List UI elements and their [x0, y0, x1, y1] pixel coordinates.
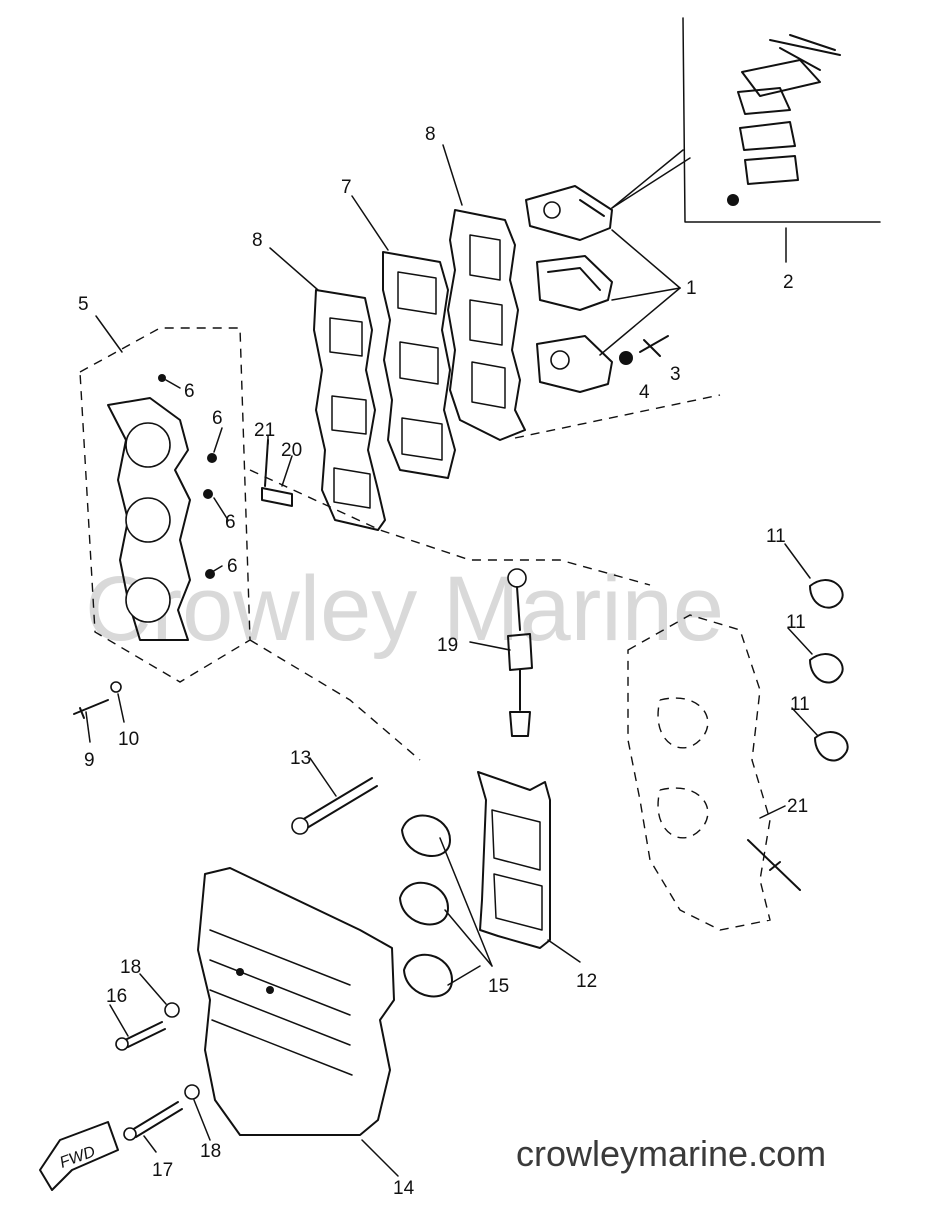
- callout-5: 5: [78, 294, 89, 315]
- callout-1: 1: [686, 278, 697, 299]
- reed-valve-detail-inset: [611, 17, 881, 223]
- watermark-text: Crowley Marine: [85, 558, 724, 660]
- callout-21-a: 21: [254, 420, 275, 441]
- callout-13: 13: [290, 748, 311, 769]
- washer-part-18-lower: [184, 1084, 200, 1100]
- bolt-part-17: [123, 1101, 183, 1141]
- callout-7: 7: [341, 177, 352, 198]
- washer-part-10: [110, 681, 122, 693]
- callout-12: 12: [576, 971, 597, 992]
- bolt-part-9: [73, 699, 109, 719]
- gasket-part-12: [477, 771, 551, 949]
- forward-direction-arrow-icon: FWD: [39, 1121, 119, 1191]
- callout-6-c: 6: [225, 512, 236, 533]
- washer-part-18-upper: [164, 1002, 180, 1018]
- callout-11-c: 11: [790, 694, 810, 715]
- bolt-part-16: [115, 1021, 166, 1051]
- callout-3: 3: [670, 364, 681, 385]
- callout-18-b: 18: [200, 1141, 221, 1162]
- reed-valve-assembly-middle: [536, 255, 613, 311]
- callout-6-a: 6: [184, 381, 195, 402]
- exhaust-cover-part-14: [197, 867, 395, 1136]
- screw-part-3: [639, 335, 669, 357]
- callout-8-a: 8: [425, 124, 436, 145]
- reed-valve-assembly-top: [525, 185, 613, 241]
- callout-6-d: 6: [227, 556, 238, 577]
- leader-lines: [85, 144, 819, 1177]
- hose-fitting-part-19: [507, 568, 533, 737]
- callout-16: 16: [106, 986, 127, 1007]
- seal-rings-part-15: [399, 814, 493, 998]
- callout-19: 19: [437, 635, 458, 656]
- callout-10: 10: [118, 729, 139, 750]
- callout-18-a: 18: [120, 957, 141, 978]
- exhaust-cover-dashed-outline: [627, 614, 771, 931]
- dowel-pin-part-20-21: [261, 439, 293, 507]
- bolt-part-21-right: [747, 839, 801, 891]
- callout-8-b: 8: [252, 230, 263, 251]
- long-bolt-part-13: [291, 777, 378, 835]
- washer-part-4: [619, 351, 633, 365]
- website-label: crowleymarine.com: [516, 1133, 826, 1174]
- callout-11-b: 11: [786, 612, 806, 633]
- grommet-part-11: [809, 579, 849, 762]
- callout-17: 17: [152, 1160, 173, 1181]
- callout-4: 4: [639, 382, 650, 403]
- callout-2: 2: [783, 272, 794, 293]
- gasket-part-8-left: [313, 289, 386, 531]
- callout-9: 9: [84, 750, 95, 771]
- callout-21-b: 21: [787, 796, 808, 817]
- gasket-part-8-right: [447, 209, 526, 441]
- callout-20: 20: [281, 440, 302, 461]
- callout-11-a: 11: [766, 526, 786, 547]
- callout-15: 15: [488, 976, 509, 997]
- callout-14: 14: [393, 1178, 415, 1199]
- reed-valve-assembly-bottom: [536, 335, 613, 393]
- plate-part-7: [382, 251, 456, 479]
- crankcase-assembly-part-5: [79, 327, 251, 683]
- callout-6-b: 6: [212, 408, 223, 429]
